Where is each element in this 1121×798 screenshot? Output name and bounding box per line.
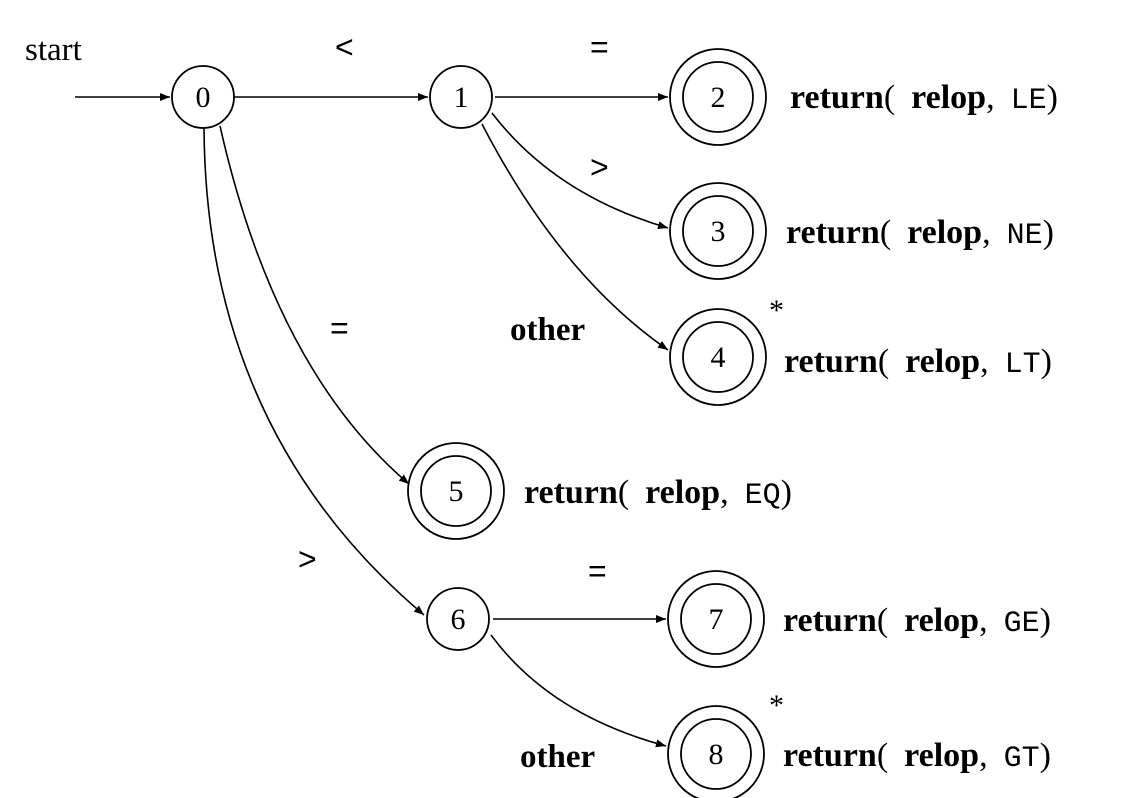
- state-4-label: 4: [711, 341, 726, 374]
- state-2-label: 2: [711, 81, 726, 114]
- state-8-label: 8: [709, 738, 724, 771]
- action-attribute: NE: [1007, 219, 1043, 253]
- edge-1-4: [481, 123, 669, 351]
- action-comma: ,: [980, 343, 989, 380]
- edge-label-0-5: =: [330, 310, 349, 346]
- action-attribute: GE: [1004, 607, 1040, 641]
- action-close-paren: ): [1043, 214, 1054, 251]
- action-comma: ,: [979, 602, 988, 639]
- action-close-paren: ): [1041, 343, 1052, 380]
- action-state-5: return( relop, EQ): [524, 474, 792, 513]
- action-close-paren: ): [1047, 79, 1058, 116]
- state-2-accepting: 2: [669, 48, 767, 146]
- state-0-label: 0: [196, 81, 211, 114]
- action-keyword: return: [783, 602, 877, 639]
- edge-0-5: [219, 125, 410, 485]
- action-token: relop: [645, 474, 720, 511]
- action-keyword: return: [786, 214, 880, 251]
- edge-label-0-6: >: [298, 541, 317, 577]
- action-comma: ,: [979, 737, 988, 774]
- action-comma: ,: [720, 474, 729, 511]
- action-keyword: return: [790, 79, 884, 116]
- action-attribute: LE: [1011, 84, 1047, 118]
- action-state-2: return( relop, LE): [790, 79, 1058, 118]
- edge-label-6-7: =: [588, 553, 607, 589]
- state-3-label: 3: [711, 215, 726, 248]
- action-state-7: return( relop, GE): [783, 602, 1051, 641]
- edge-label-0-1: <: [335, 29, 354, 65]
- state-7-label: 7: [709, 603, 724, 636]
- state-5-label: 5: [449, 475, 464, 508]
- start-label: start: [25, 32, 82, 68]
- edge-label-1-3: >: [590, 149, 609, 185]
- edge-label-1-4: other: [510, 312, 585, 348]
- action-open-paren: (: [878, 343, 889, 380]
- action-open-paren: (: [884, 79, 895, 116]
- edge-6-8: [490, 634, 667, 748]
- state-0: 0: [171, 65, 235, 129]
- edge-1-3: [491, 112, 669, 230]
- state-5-accepting: 5: [407, 442, 505, 540]
- state-4-accepting: 4: [669, 308, 767, 406]
- action-token: relop: [904, 602, 979, 639]
- edge-label-6-8: other: [520, 739, 595, 775]
- action-state-3: return( relop, NE): [786, 214, 1054, 253]
- action-open-paren: (: [877, 602, 888, 639]
- action-state-4: return( relop, LT): [784, 343, 1052, 382]
- action-keyword: return: [783, 737, 877, 774]
- action-open-paren: (: [618, 474, 629, 511]
- action-open-paren: (: [880, 214, 891, 251]
- transition-labels: < = > other = > = other: [298, 29, 609, 775]
- edge-label-1-2: =: [590, 29, 609, 65]
- action-open-paren: (: [877, 737, 888, 774]
- action-token: relop: [907, 214, 982, 251]
- action-keyword: return: [524, 474, 618, 511]
- states: 0 1 2 3 4: [171, 48, 767, 798]
- action-comma: ,: [982, 214, 991, 251]
- transition-edges: [203, 93, 669, 748]
- state-6-label: 6: [451, 603, 466, 636]
- action-attribute: LT: [1005, 348, 1041, 382]
- action-attribute: EQ: [745, 479, 781, 513]
- action-close-paren: ): [781, 474, 792, 511]
- state-3-accepting: 3: [669, 182, 767, 280]
- action-token: relop: [905, 343, 980, 380]
- action-close-paren: ): [1040, 602, 1051, 639]
- action-token: relop: [911, 79, 986, 116]
- action-close-paren: ): [1040, 737, 1051, 774]
- action-labels: return(relop,LE) return(relop,NE) return…: [524, 79, 1058, 776]
- state-8-accepting: 8: [667, 705, 765, 798]
- action-keyword: return: [784, 343, 878, 380]
- action-state-8: return( relop, GT): [783, 737, 1051, 776]
- state-7-accepting: 7: [667, 570, 765, 668]
- retract-marker-4: *: [769, 294, 784, 327]
- edge-0-6: [203, 125, 425, 616]
- action-token: relop: [904, 737, 979, 774]
- state-1-label: 1: [454, 81, 469, 114]
- state-1: 1: [429, 65, 493, 129]
- retract-marker-8: *: [769, 689, 784, 722]
- state-6: 6: [426, 587, 490, 651]
- action-comma: ,: [986, 79, 995, 116]
- action-attribute: GT: [1004, 742, 1040, 776]
